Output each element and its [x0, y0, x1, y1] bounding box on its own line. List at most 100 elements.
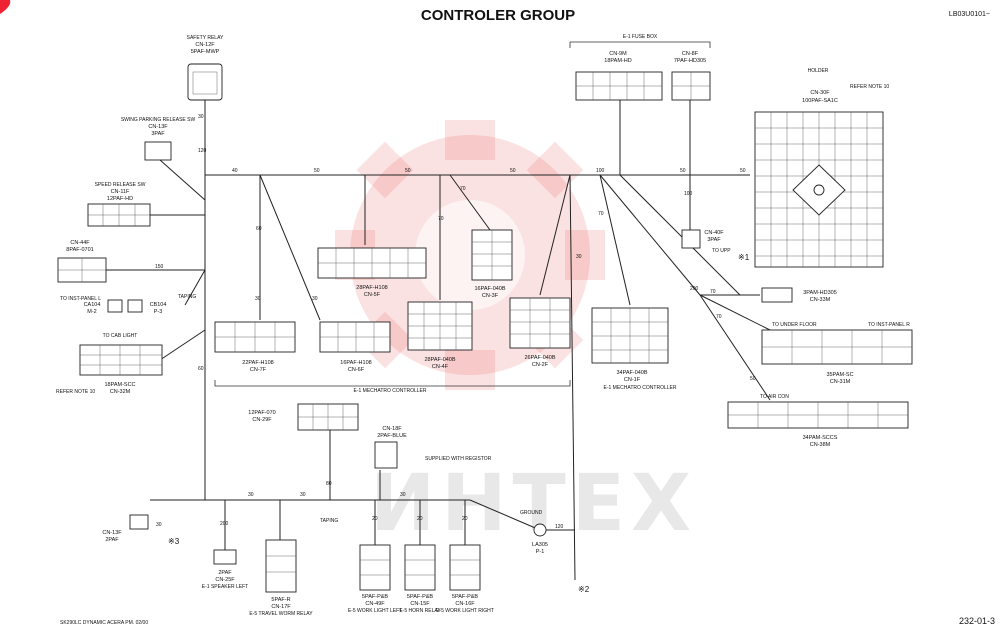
wire-label: 50 [740, 168, 746, 174]
connector-type: P-1 [536, 549, 545, 555]
connector-name: CN-8F [682, 51, 699, 57]
connector-sub: E-1 SPEAKER LEFT [202, 584, 248, 590]
note-to-upp: TO UPP [712, 248, 731, 254]
connector-type: P-3 [154, 309, 163, 315]
wire-label: 70 [598, 211, 604, 217]
wire-label: 200 [690, 286, 699, 292]
connector-name: CN-9M [609, 51, 627, 57]
connector-name: CN-49F [365, 601, 385, 607]
connector-type: 5PAF-P&B [362, 594, 389, 600]
connector-type: 35PAM-SC [826, 372, 853, 378]
connector-name: CN-32M [110, 389, 131, 395]
wire-label: 30 [156, 522, 162, 528]
connector-name: CN-2F [532, 362, 549, 368]
connector-cn13f: SWING PARKING RELEASE SW CN-13F 3PAF [121, 117, 195, 161]
wire-label: 50 [405, 168, 411, 174]
mark-3: ※3 [168, 537, 180, 546]
note-under-floor: TO UNDER FLOOR [772, 322, 817, 328]
wire-label: 50 [510, 168, 516, 174]
connector-sub: E-5 WORK LIGHT LEFT [348, 608, 402, 614]
corner-mark [0, 0, 11, 14]
fuse-box-label: E-1 FUSE BOX [623, 34, 658, 40]
note-refer-right: REFER NOTE 10 [850, 84, 889, 90]
connector-name: CA104 [84, 302, 101, 308]
connector-type: 12PAF-HD [107, 196, 133, 202]
note-inst-panel-r: TO INST-PANEL R [868, 322, 910, 328]
wire-label: 60 [198, 366, 204, 372]
controller-label-2: E-1 MECHATRO CONTROLLER [604, 385, 677, 391]
note-taping-left: TAPING [178, 294, 196, 300]
connector-cn8f: CN-8F 7PAF-HD305 [671, 51, 711, 101]
connector-type: 100PAF-SA1C [802, 98, 838, 104]
connector-name: CN-25F [215, 577, 235, 583]
connector-cn49f: 5PAF-P&B CN-49F E-5 WORK LIGHT LEFT [348, 544, 402, 614]
wire-label: 50 [750, 376, 756, 382]
connector-cn1f: 34PAF-040B CN-1F [591, 307, 669, 383]
connector-type: 5PAF-P&B [452, 594, 479, 600]
wire-label: 40 [232, 168, 238, 174]
connector-sub: E-5 HORN RELAY [399, 608, 441, 614]
mark-2: ※2 [578, 585, 590, 594]
connector-name: CN-17F [271, 604, 291, 610]
page-number: 232-01-3 [959, 616, 995, 626]
fuse-box-bracket [569, 41, 711, 48]
connector-type: 26PAF-040B [524, 355, 555, 361]
wire-label: 70 [438, 216, 444, 222]
wire-label: 30 [400, 492, 406, 498]
connector-cn7f: 22PAF-H108 CN-7F [214, 321, 296, 373]
connector-cn4f: 28PAF-040B CN-4F [407, 301, 473, 370]
wire-label: 20 [372, 516, 378, 522]
connector-type: 5PAF-P&B [407, 594, 434, 600]
connector-type: 5PAF-MWP [191, 49, 220, 55]
wire-label: 80 [326, 481, 332, 487]
connector-sub: SPEED RELEASE SW [95, 182, 146, 188]
connector-la305: GROUND LA305 P-1 [520, 510, 548, 555]
connector-cn15f: 5PAF-P&B CN-15F E-5 HORN RELAY [399, 544, 441, 614]
connector-type: 3PAF [151, 131, 165, 137]
connector-type: 5PAF-R [271, 597, 290, 603]
connector-type: 16PAF-H108 [340, 360, 371, 366]
connector-type: 7PAF-HD305 [674, 58, 706, 64]
connector-ca104: CA104 M-2 [84, 299, 123, 315]
wire-label: 70 [710, 289, 716, 295]
connector-name: CB104 [150, 302, 167, 308]
wire-label: 20 [462, 516, 468, 522]
connector-name: CN-15F [410, 601, 430, 607]
connector-type: 2PAF [105, 537, 119, 543]
wire-label: 50 [680, 168, 686, 174]
connector-type: 28PAF-040B [424, 357, 455, 363]
connector-cn11f: SPEED RELEASE SW CN-11F 12PAF-HD [87, 182, 151, 227]
wire-harness [105, 100, 771, 581]
connector-cn30f: HOLDER CN-30F 100PAF-SA1C REFER NOTE 10 [754, 68, 889, 268]
connector-cn16f: 5PAF-P&B CN-16F E-5 WORK LIGHT RIGHT [436, 544, 494, 614]
connector-cn33m: 3PAM-HD305 CN-33M [761, 287, 837, 303]
connector-sub: E-5 WORK LIGHT RIGHT [436, 608, 494, 614]
connector-name: CN-7F [250, 367, 267, 373]
footer-note: SK290LC DYNAMIC ACERA PM. 02/00 [60, 620, 148, 626]
connector-cn17f: 5PAF-R CN-17F E-5 TRAVEL WORM RELAY [249, 539, 313, 617]
connector-name: CN-6F [348, 367, 365, 373]
connector-cn13f-2paf: CN-13F 2PAF [102, 514, 149, 543]
connector-type: 8PAF-0701 [66, 247, 93, 253]
connector-type: 2PAF [218, 570, 232, 576]
wire-label: 70 [460, 186, 466, 192]
note-supplied: SUPPLIED WITH REGISTOR [425, 456, 492, 462]
connector-cn25f: 2PAF CN-25F E-1 SPEAKER LEFT [202, 549, 248, 590]
connector-sub: SAFETY RELAY [187, 35, 224, 41]
wire-labels: 40 50 50 50 50 100 50 120 30 30 30 60 60… [155, 114, 756, 530]
wire-label: 30 [312, 296, 318, 302]
connector-name: CN-13F [148, 124, 168, 130]
connector-cn2f: 26PAF-040B CN-2F [509, 297, 571, 368]
holder-label: HOLDER [808, 68, 829, 74]
wire-label: 30 [576, 254, 582, 260]
connector-cn12f: SAFETY RELAY CN-12F 5PAF-MWP [187, 35, 224, 101]
connector-cn32m: 18PAM-SCC CN-32M [79, 344, 163, 395]
wire-label: 70 [716, 314, 722, 320]
connector-type: 18PAM-HD [604, 58, 631, 64]
wire-label: 120 [198, 148, 207, 154]
connector-type: 3PAF [707, 237, 721, 243]
note-cab-light: TO CAB LIGHT [103, 333, 138, 339]
connector-type: 34PAF-040B [616, 370, 647, 376]
connector-name: CN-5F [364, 292, 381, 298]
